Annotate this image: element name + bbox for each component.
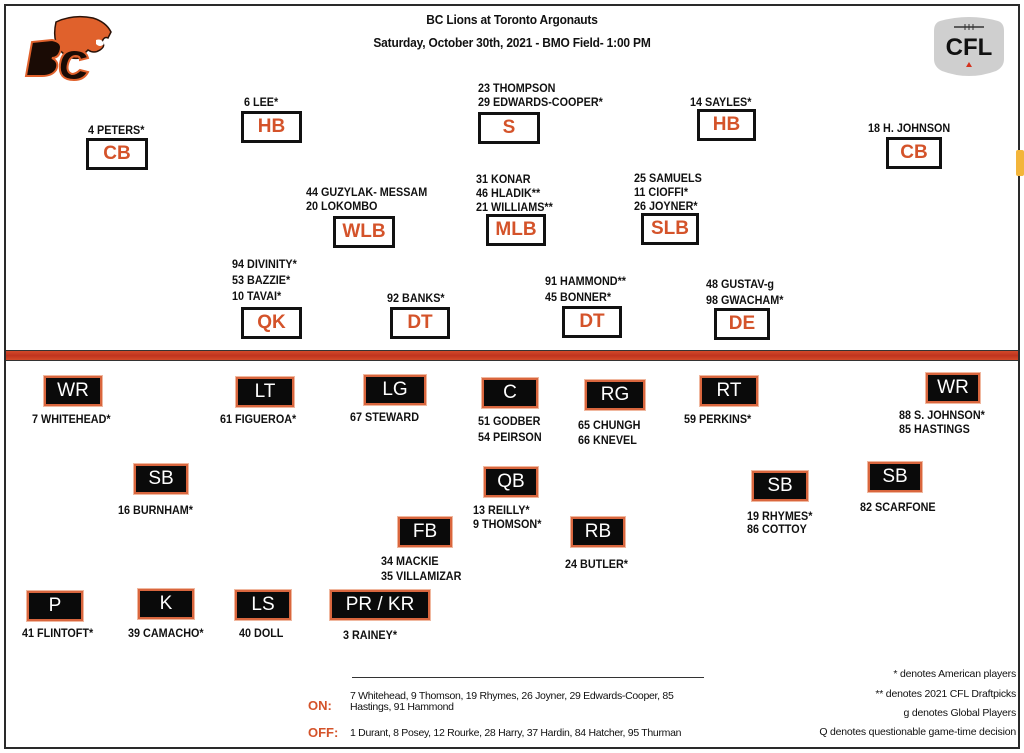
offense-wr-left-box: WR — [44, 376, 102, 406]
side-tab-handle[interactable] — [1016, 150, 1024, 176]
offense-rg-box: RG — [585, 380, 645, 410]
defense-dt-right-players: 91 HAMMOND**45 BONNER* — [545, 274, 627, 304]
offense-lg-players: 67 STEWARD — [350, 410, 420, 424]
offense-fb-box: FB — [398, 517, 452, 547]
defense-cb-left-players: 4 PETERS* — [88, 123, 145, 137]
special-p-players: 41 FLINTOFT* — [22, 626, 94, 640]
defense-cb-right-players: 18 H. JOHNSON — [868, 121, 951, 135]
on-players-text: 7 Whitehead, 9 Thomson, 19 Rhymes, 26 Jo… — [350, 690, 674, 713]
field-divider — [6, 350, 1018, 361]
offense-lt-players: 61 FIGUEROA* — [220, 412, 297, 426]
offense-lg-box: LG — [364, 375, 426, 405]
defense-mlb-box: MLB — [486, 214, 546, 246]
special-prkr-box: PR / KR — [330, 590, 430, 620]
defense-hb-left-box: HB — [241, 111, 302, 143]
offense-rt-box: RT — [700, 376, 758, 406]
offense-rb-players: 24 BUTLER* — [565, 557, 629, 571]
special-p-box: P — [27, 591, 83, 621]
offense-wr-left-players: 7 WHITEHEAD* — [32, 412, 111, 426]
off-players-text: 1 Durant, 8 Posey, 12 Rourke, 28 Harry, … — [350, 727, 682, 739]
offense-wr-right-players: 88 S. JOHNSON*85 HASTINGS — [899, 408, 985, 436]
offense-lt-box: LT — [236, 377, 294, 407]
defense-wlb-box: WLB — [333, 216, 395, 248]
cfl-logo: CFL — [934, 17, 1004, 76]
legend-draftpicks: ** denotes 2021 CFL Draftpicks — [875, 688, 1016, 700]
defense-cb-right-box: CB — [886, 137, 942, 169]
offense-qb-box: QB — [484, 467, 538, 497]
special-ls-players: 40 DOLL — [239, 626, 284, 640]
legend-global: g denotes Global Players — [903, 707, 1016, 719]
cfl-logo-text: CFL — [946, 34, 993, 61]
defense-hb-right-box: HB — [697, 109, 756, 141]
bc-lions-logo — [24, 15, 112, 82]
defense-cb-left-box: CB — [86, 138, 148, 170]
offense-sb-mid-players: 19 RHYMES*86 COTTOY — [747, 509, 813, 536]
defense-dt-right-box: DT — [562, 306, 622, 338]
legend-american: * denotes American players — [893, 668, 1016, 680]
offense-sb-mid-box: SB — [752, 471, 808, 501]
offense-sb-right-players: 82 SCARFONE — [860, 500, 936, 514]
legend-questionable: Q denotes questionable game-time decisio… — [819, 726, 1016, 738]
defense-s-box: S — [478, 112, 540, 144]
special-k-box: K — [138, 589, 194, 619]
defense-dt-left-box: DT — [390, 307, 450, 339]
defense-dt-left-players: 92 BANKS* — [387, 291, 445, 305]
special-ls-box: LS — [235, 590, 291, 620]
offense-sb-right-box: SB — [868, 462, 922, 492]
off-label: OFF: — [308, 725, 339, 740]
special-k-players: 39 CAMACHO* — [128, 626, 204, 640]
defense-qk-box: QK — [241, 307, 302, 339]
game-title: BC Lions at Toronto Argonauts — [426, 12, 598, 27]
roster-moves-separator — [352, 677, 704, 678]
on-label: ON: — [308, 698, 332, 713]
game-subtitle: Saturday, October 30th, 2021 - BMO Field… — [373, 35, 651, 50]
offense-c-box: C — [482, 378, 538, 408]
offense-rt-players: 59 PERKINS* — [684, 412, 752, 426]
offense-sb-left-box: SB — [134, 464, 188, 494]
offense-rb-box: RB — [571, 517, 625, 547]
offense-qb-players: 13 REILLY*9 THOMSON* — [473, 503, 542, 531]
defense-de-box: DE — [714, 308, 770, 340]
offense-sb-left-players: 16 BURNHAM* — [118, 503, 194, 517]
special-prkr-players: 3 RAINEY* — [343, 628, 398, 642]
offense-wr-right-box: WR — [926, 373, 980, 403]
defense-qk-players: 94 DIVINITY*53 BAZZIE*10 TAVAI* — [232, 257, 297, 303]
defense-hb-right-players: 14 SAYLES* — [690, 95, 752, 109]
defense-slb-box: SLB — [641, 213, 699, 245]
defense-hb-left-players: 6 LEE* — [244, 95, 279, 109]
